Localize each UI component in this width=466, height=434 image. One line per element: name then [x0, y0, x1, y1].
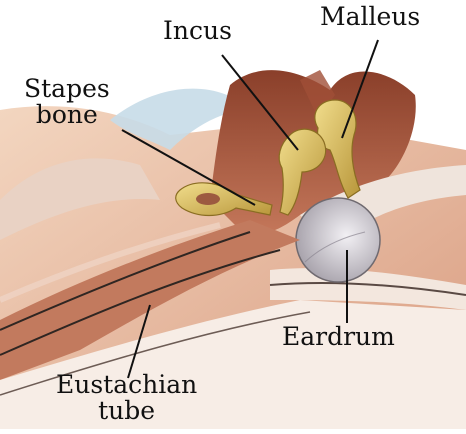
malleus-label: Malleus: [320, 4, 420, 30]
stapes-label-line1: Stapes: [24, 76, 110, 102]
incus-label: Incus: [163, 18, 232, 44]
eustachian-label-line2: tube: [56, 398, 197, 424]
stapes-label: Stapes bone: [24, 76, 110, 129]
eardrum: [296, 198, 380, 282]
stapes-label-line2: bone: [24, 102, 110, 128]
eustachian-label-line1: Eustachian: [56, 372, 197, 398]
eardrum-label: Eardrum: [282, 324, 395, 350]
eustachian-label: Eustachian tube: [56, 372, 197, 425]
